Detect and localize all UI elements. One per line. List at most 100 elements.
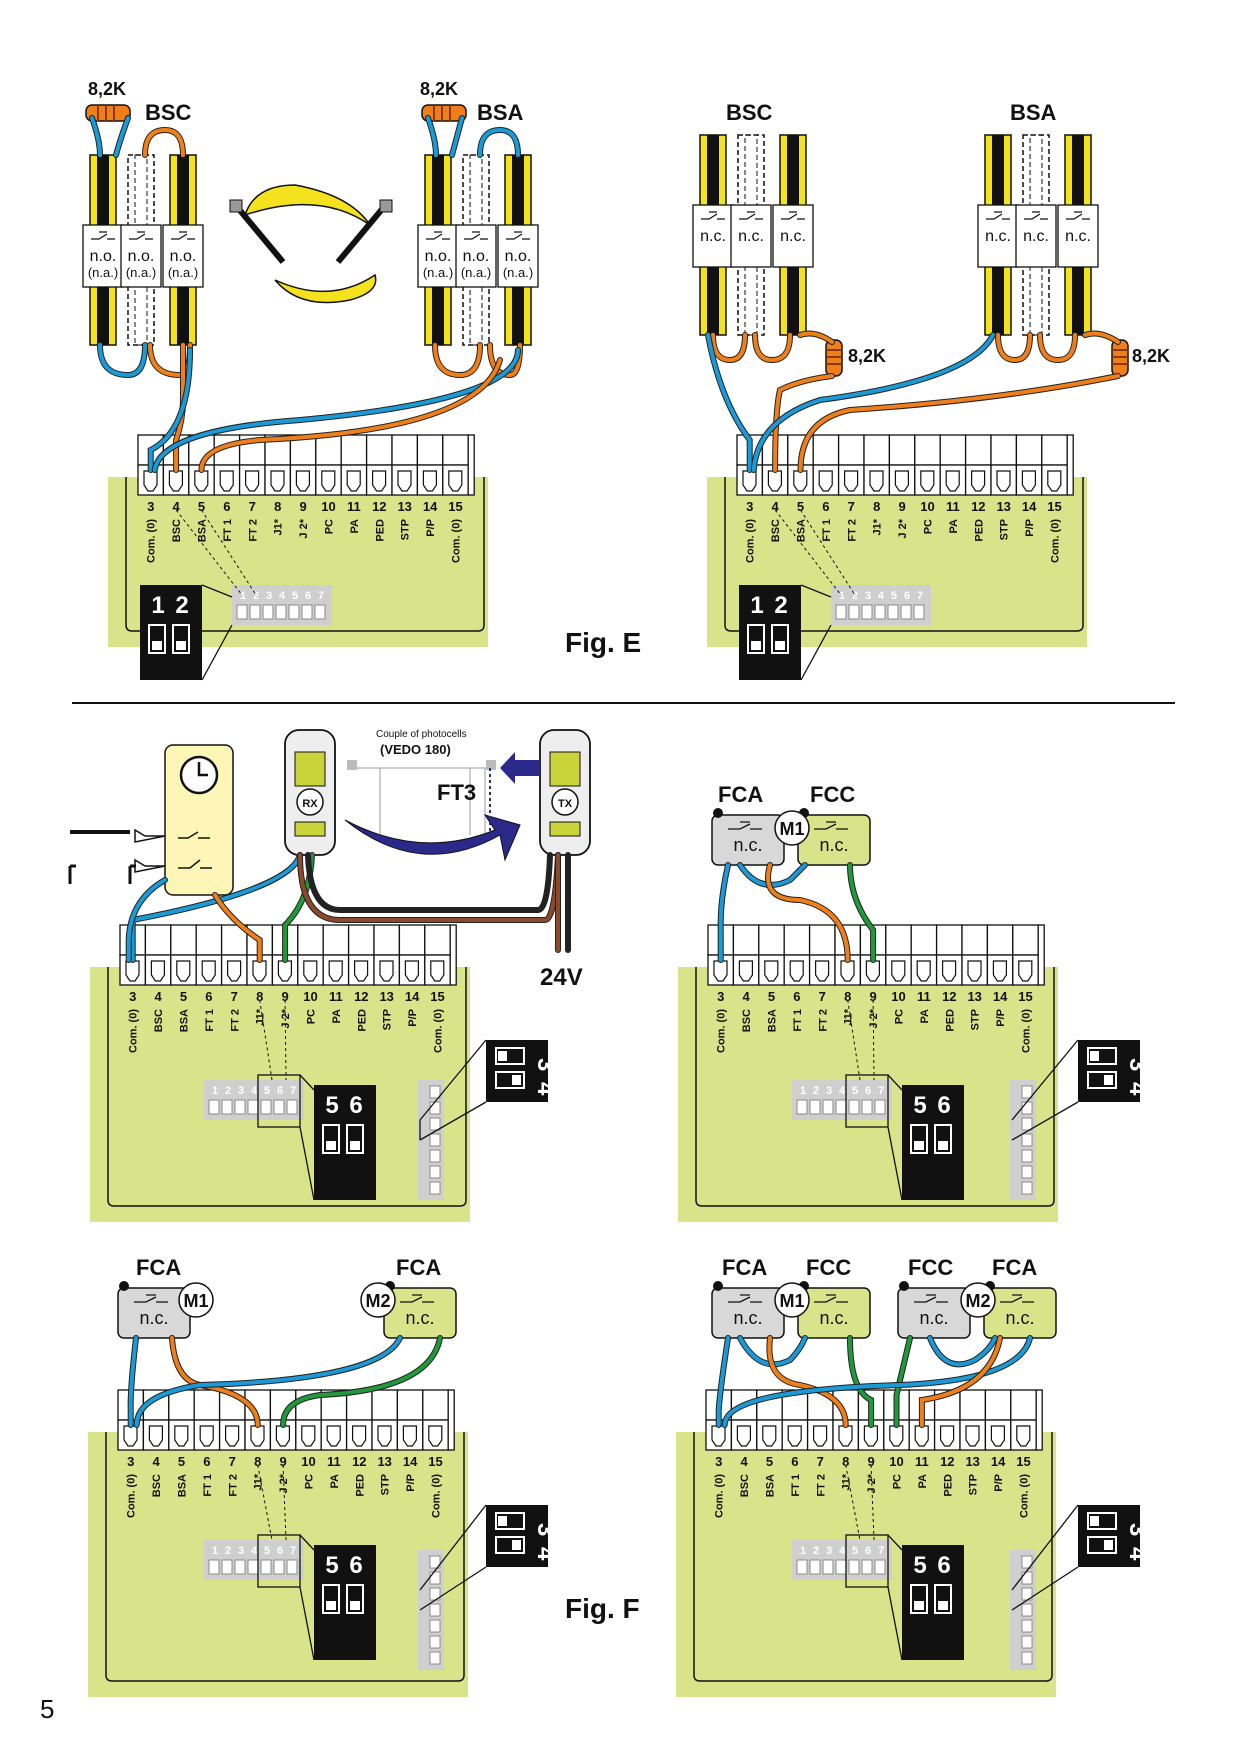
wire-blue [90,116,102,157]
zoom-line [201,584,233,681]
photocell-badge [296,788,324,816]
terminal-label: P/P [407,1009,419,1027]
screw-slot [889,1425,904,1447]
strip-number: 2 [852,590,858,602]
strip-number: 7 [290,1085,296,1097]
strip-number: 4 [251,1085,258,1097]
screw-slot [967,960,982,982]
screw-slot [422,470,437,492]
photocell-model: (VEDO 180) [380,742,451,757]
strip-number: 1 [212,1545,218,1557]
wire-orange [433,343,482,378]
limit-switch-pin [713,1281,723,1291]
terminal-number: 7 [817,1454,824,1469]
terminal-number: 10 [301,1454,315,1469]
terminal-number: 8 [274,499,281,514]
terminal-label: BSC [741,1009,753,1032]
fca-label: FCA [396,1255,441,1280]
contact-label: n.c. [819,835,848,855]
contact-label: (n.a.) [126,265,156,280]
zoom-line [1011,1504,1079,1611]
terminal-label: BSA [765,1474,777,1497]
dip-lever [498,1516,507,1526]
terminal-number: 5 [797,499,804,514]
screw-slot [352,1425,367,1447]
terminal-label: J 2* [298,518,310,538]
strip-switch [221,1099,233,1115]
screw-slot [194,470,209,492]
strip-switch [1021,1133,1033,1147]
strip-switch [1021,1181,1033,1195]
contact-label: n.o. [463,248,490,265]
screw-slot [295,470,310,492]
terminal-number: 13 [377,1454,391,1469]
screw-slot [844,470,859,492]
terminal-label: PA [349,519,361,534]
strip-number: 3 [826,1545,832,1557]
strip-number: 6 [865,1085,871,1097]
terminal-top [416,434,444,466]
strip-number: 5 [264,1085,270,1097]
terminal-label: STP [999,519,1011,540]
terminal-label: STP [970,1009,982,1030]
motor-label: M1 [779,1291,804,1311]
strip-number: 3 [865,590,871,602]
terminal-label: Com. (0) [146,519,158,563]
terminal-label: FT 2 [815,1474,827,1497]
dip-lever [1090,1516,1099,1526]
wire-black [306,853,552,912]
strip-switch [429,1117,441,1131]
contact-no [455,224,497,288]
screw-slot [838,1425,853,1447]
screw-slot [148,1425,163,1447]
wire-blue [114,116,130,157]
contact-nc [772,204,814,268]
terminal-label: PED [973,519,985,542]
switch-symbol [134,1294,168,1303]
motor-label: M2 [365,1291,390,1311]
zoom-line [887,1534,903,1661]
strip-switch [236,604,248,620]
terminal-label: Com. (0) [714,1474,726,1518]
gate-outline [355,767,486,840]
zoom-line [419,1504,487,1611]
terminal-number: 12 [372,499,386,514]
strip-switch [1021,1619,1033,1633]
strip-number: 6 [865,1545,871,1557]
screw-slot [965,1425,980,1447]
wire-blue [148,348,192,472]
terminal-number: 9 [299,499,306,514]
screw-slot [199,1425,214,1447]
strip-number: 3 [238,1545,244,1557]
motor-icon [360,1282,396,1318]
terminal-number: 13 [996,499,1010,514]
terminal-label: P/P [993,1474,1005,1492]
screw-slot [321,470,336,492]
terminal-label: PC [304,1474,316,1489]
strip-switch [1021,1651,1033,1665]
terminal-number: 3 [127,1454,134,1469]
terminal-label: PED [944,1009,956,1032]
strip-switch [848,1099,860,1115]
terminal-number: 5 [768,989,775,1004]
screw-slot [863,1425,878,1447]
screw-slot [1021,470,1036,492]
terminal-number: 14 [403,1454,418,1469]
terminal-number: 6 [205,989,212,1004]
terminal-label: BSA [796,519,808,542]
strip-switch [887,604,899,620]
strip-number: 3 [266,590,272,602]
terminal-label: PC [923,519,935,534]
terminal-label: BSA [767,1009,779,1032]
wire-green [281,1336,442,1427]
terminal-label: PA [329,1474,341,1489]
terminal-number: 9 [898,499,905,514]
contact-label: n.c. [139,1308,168,1328]
strip-switch [429,1133,441,1147]
dip-number: 6 [349,1092,362,1119]
dip-lever [1090,1051,1099,1061]
contact-no [82,224,124,288]
tx-arrow-icon [500,752,540,784]
screw-slot [942,960,957,982]
wire-blue [718,863,730,962]
